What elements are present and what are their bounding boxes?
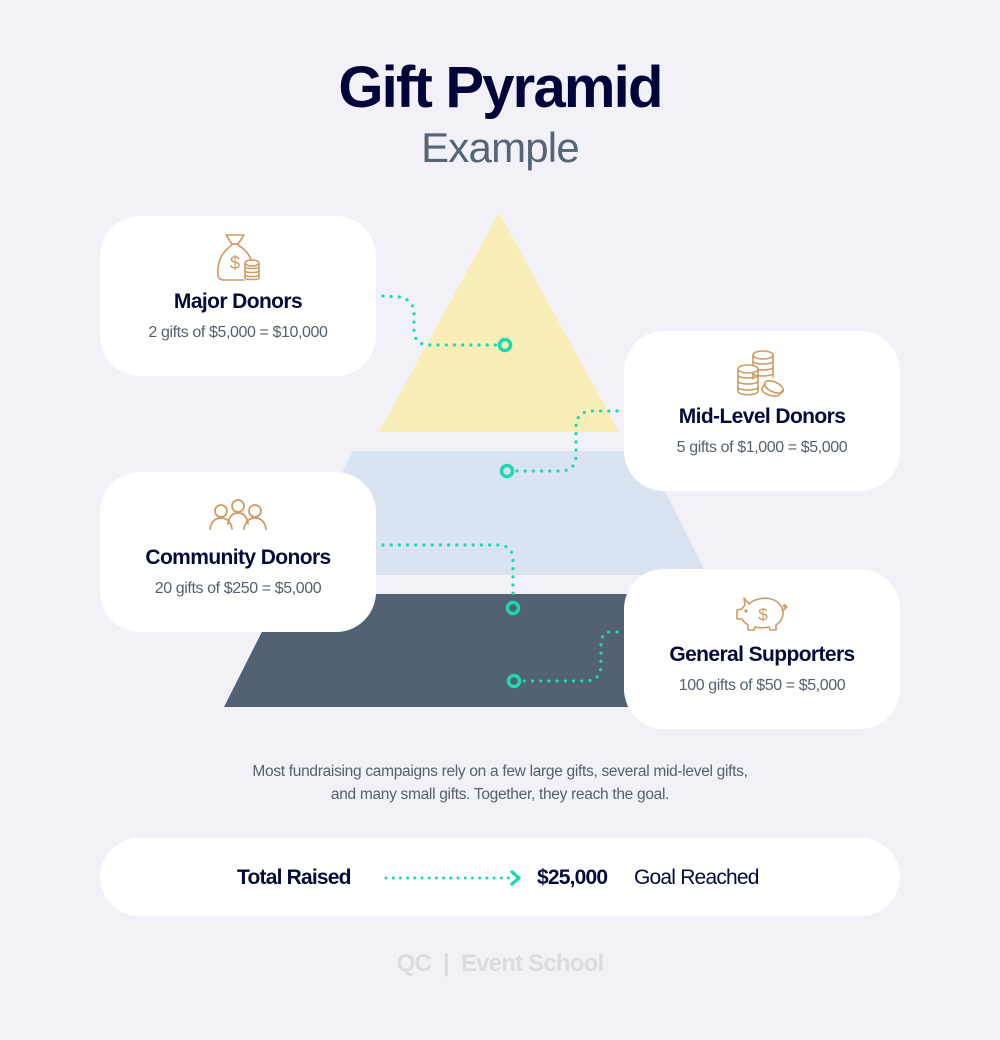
page-subtitle: Example — [421, 124, 580, 171]
page-title: Gift Pyramid — [338, 55, 663, 120]
tier-detail: 5 gifts of $1,000 = $5,000 — [676, 439, 848, 456]
total-status: Goal Reached — [634, 866, 759, 889]
brand-name: Event School — [460, 950, 604, 977]
connector-general — [521, 630, 619, 683]
total-label: Total Raised — [237, 866, 352, 889]
caption-text: Most fundraising campaigns rely on a few… — [252, 763, 748, 803]
svg-text:$: $ — [230, 253, 240, 273]
svg-text:$: $ — [758, 605, 768, 624]
pyramid-tier-middle — [291, 451, 707, 575]
logo-separator: | — [443, 950, 450, 977]
brand-mark: QC — [396, 950, 432, 977]
connector-end-community — [505, 600, 521, 616]
tier-detail: 100 gifts of $50 = $5,000 — [678, 677, 846, 694]
tier-card-major-donors: $ Major Donors 2 gifts of $5,000 = $10,0… — [100, 216, 376, 376]
connector-end-general — [506, 673, 522, 689]
tier-name: Community Donors — [145, 546, 331, 569]
pyramid-tier-top — [379, 213, 619, 432]
people-group-icon — [100, 488, 376, 540]
coin-stacks-icon — [624, 347, 900, 399]
tier-card-community-donors: Community Donors 20 gifts of $250 = $5,0… — [100, 472, 376, 632]
tier-card-mid-level-donors: Mid-Level Donors 5 gifts of $1,000 = $5,… — [624, 331, 900, 491]
tier-name: Major Donors — [173, 290, 303, 313]
tier-detail: 20 gifts of $250 = $5,000 — [154, 580, 322, 597]
connector-end-mid — [499, 463, 515, 479]
total-amount: $25,000 — [537, 866, 608, 889]
footer-logo: QC | Event School — [0, 948, 1000, 980]
connector-community — [381, 543, 515, 602]
tier-card-general-supporters: $ General Supporters 100 gifts of $50 = … — [624, 569, 900, 729]
tier-detail: 2 gifts of $5,000 = $10,000 — [148, 324, 328, 341]
tier-name: General Supporters — [669, 643, 855, 666]
connector-major — [381, 294, 498, 347]
tier-name: Mid-Level Donors — [678, 405, 846, 428]
total-raised-bar: Total Raised $25,000 Goal Reached — [100, 838, 900, 916]
connector-mid — [514, 409, 619, 473]
arrow-right-icon — [384, 870, 521, 886]
connector-end-major — [497, 337, 513, 353]
piggy-bank-icon: $ — [624, 585, 900, 637]
money-bag-icon: $ — [100, 232, 376, 284]
